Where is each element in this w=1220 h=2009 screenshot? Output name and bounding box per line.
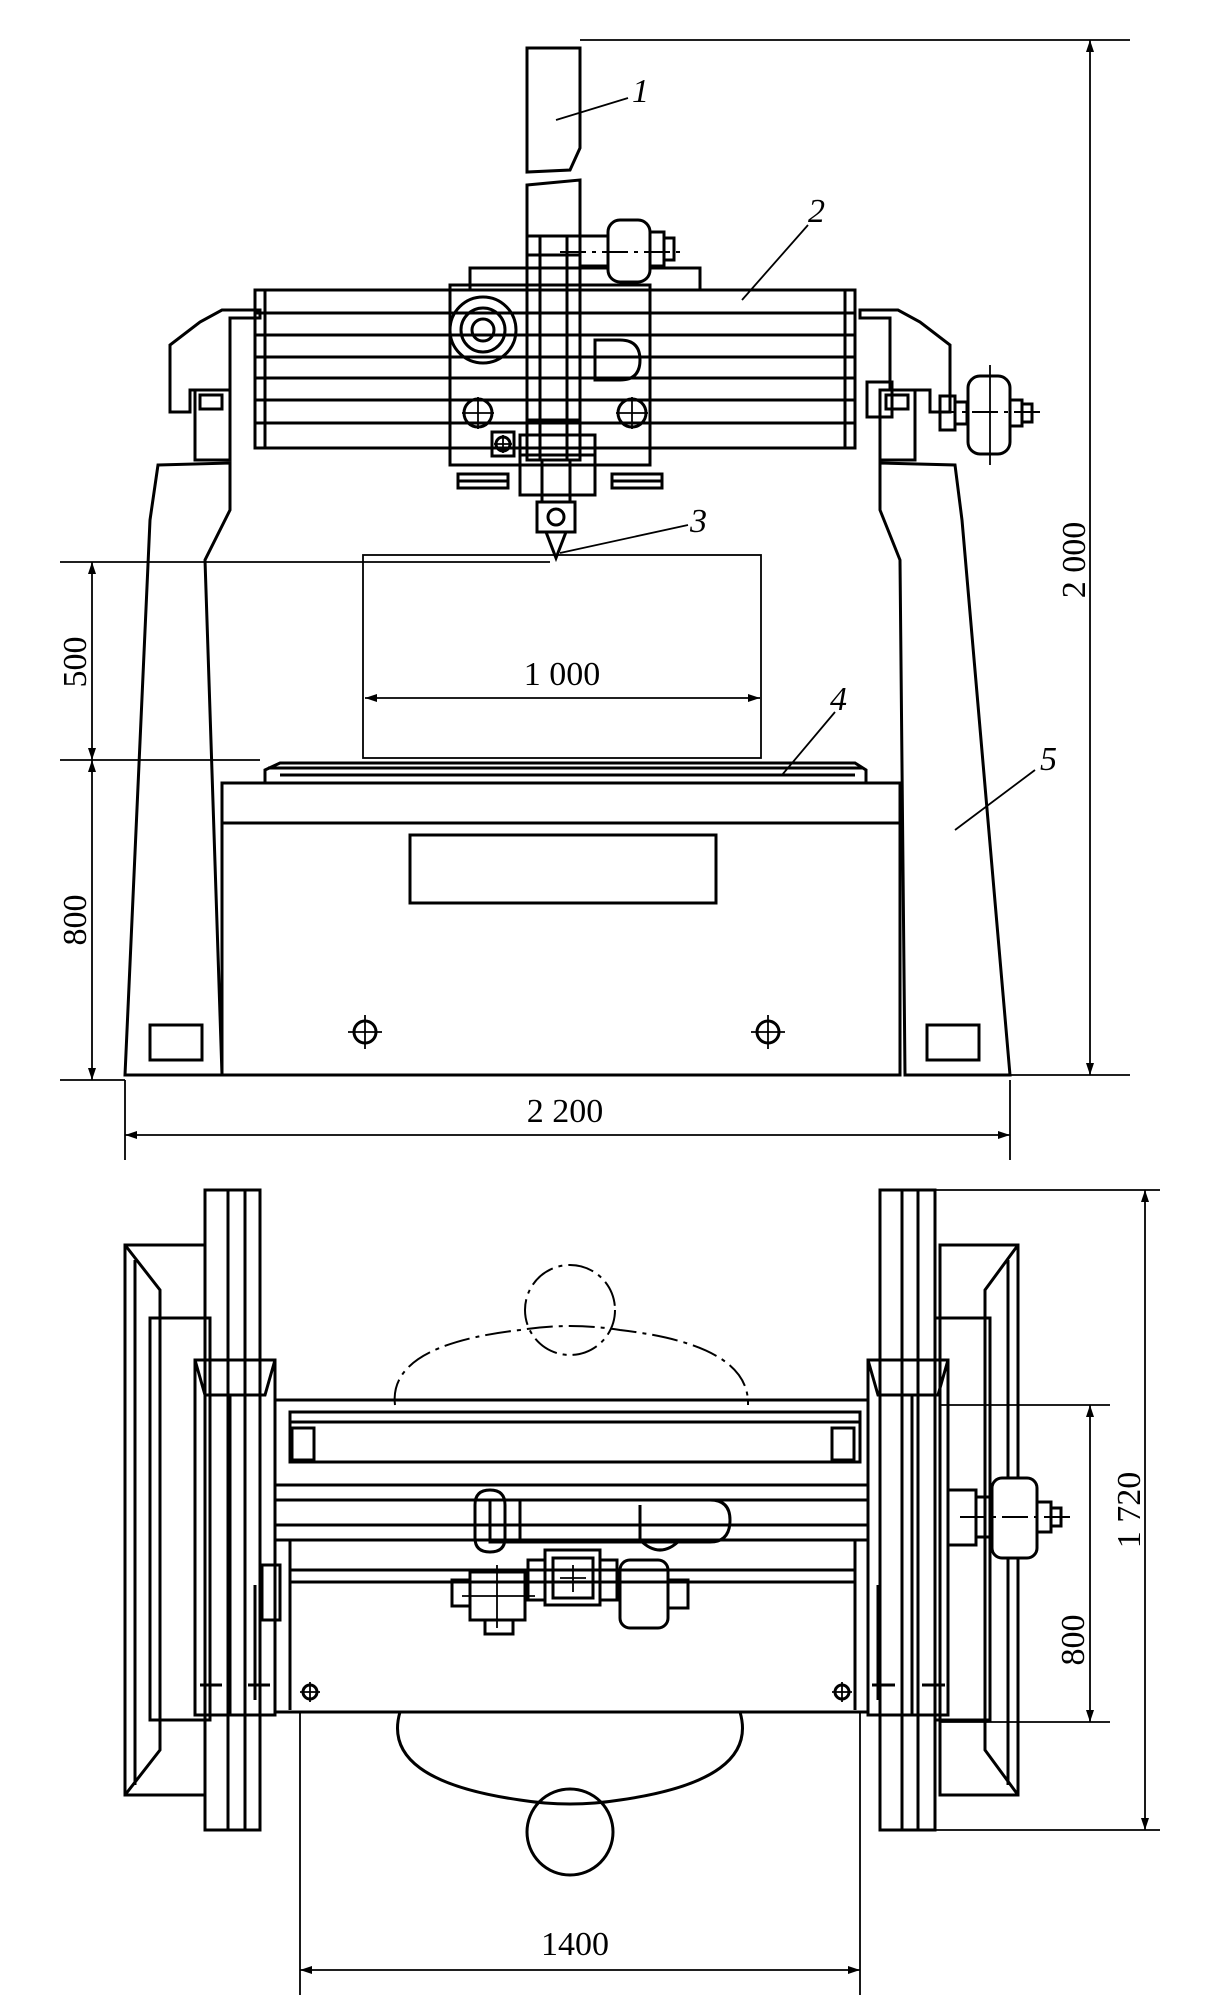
left-column — [123, 461, 232, 1077]
callout-1-leader — [555, 97, 629, 121]
left-bed-frame — [123, 1188, 282, 1832]
dim-1400-label: 1400 — [541, 1926, 609, 1963]
base-bolt-left — [348, 1015, 382, 1049]
dim-2000-label: 2 000 — [1056, 522, 1093, 599]
operator-front — [396, 1711, 744, 1877]
dimension-table-height: 800 — [57, 760, 125, 1081]
right-column-window — [925, 1023, 981, 1062]
callout-4-leader — [781, 711, 836, 776]
front-view: 1 2 3 4 5 2 000 500 800 — [57, 39, 1130, 1160]
carriage-head-top — [450, 1488, 732, 1636]
dimension-work-width: 1 000 — [365, 656, 760, 702]
machine-base — [220, 781, 902, 1077]
dimension-work-height: 500 — [57, 561, 550, 761]
right-column — [878, 461, 1012, 1077]
callout-1: 1 — [632, 73, 649, 110]
dim-800-front-label: 800 — [57, 895, 94, 946]
worktable — [263, 761, 868, 783]
workpiece-envelope — [362, 554, 762, 759]
frame-bolt-right — [832, 1682, 852, 1702]
operator-back — [393, 1264, 750, 1406]
frame-bolt-left — [300, 1682, 320, 1702]
right-bed-frame — [866, 1188, 1020, 1832]
callout-3: 3 — [689, 503, 707, 540]
vertical-ram — [525, 46, 680, 462]
top-view: 1 720 800 1400 — [123, 1188, 1160, 1995]
dimension-stroke: 800 — [940, 1404, 1110, 1723]
callout-2-leader — [741, 224, 809, 301]
callout-5-leader — [954, 769, 1036, 831]
dim-1000-label: 1 000 — [524, 656, 601, 693]
dim-1720-label: 1 720 — [1111, 1472, 1148, 1549]
base-bolt-right — [751, 1015, 785, 1049]
right-handwheel-top — [960, 1476, 1070, 1560]
callout-2: 2 — [808, 193, 825, 230]
gantry-top — [273, 1398, 870, 1714]
crossbeam — [168, 288, 952, 462]
dimension-total-width: 2 200 — [124, 1080, 1011, 1160]
left-column-window — [148, 1023, 204, 1062]
callout-5: 5 — [1040, 741, 1057, 778]
tool-tip — [535, 458, 577, 563]
dimension-total-height: 2 000 — [580, 39, 1130, 1076]
carriage — [448, 266, 702, 497]
dimension-width-top: 1400 — [299, 1712, 861, 1995]
callout-3-leader — [559, 524, 689, 554]
dim-500-label: 500 — [57, 637, 94, 688]
dim-800-top-label: 800 — [1055, 1615, 1092, 1666]
dimension-depth: 1 720 — [935, 1189, 1160, 1831]
base-nameplate — [408, 833, 718, 905]
dim-2200-label: 2 200 — [527, 1093, 604, 1130]
callout-4: 4 — [830, 681, 847, 718]
right-handwheel-front — [930, 365, 1045, 465]
